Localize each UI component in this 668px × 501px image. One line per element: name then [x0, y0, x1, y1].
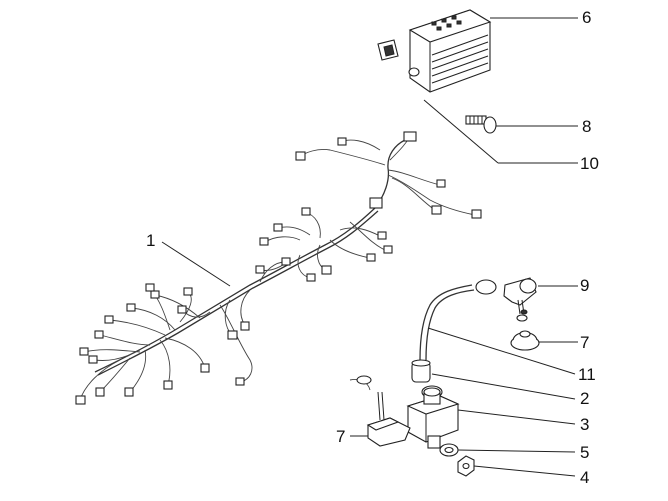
ht-lead — [419, 284, 475, 361]
cap-washer — [516, 309, 528, 322]
callout-11: 11 — [578, 365, 596, 384]
spark-plug-cap — [475, 277, 537, 315]
wiring-harness — [75, 131, 482, 405]
ignition-coil — [406, 385, 460, 449]
leader-lines — [161, 17, 578, 477]
callout-1: 1 — [146, 231, 156, 250]
callout-4: 4 — [580, 468, 590, 487]
callout-7-lower: 7 — [336, 427, 346, 446]
callout-9: 9 — [580, 276, 590, 295]
callout-2: 2 — [580, 389, 590, 408]
washer — [439, 443, 459, 457]
coil-cap — [411, 359, 431, 383]
callout-3: 3 — [580, 415, 590, 434]
rubber-boot — [510, 330, 540, 351]
callout-5: 5 — [580, 443, 590, 462]
voltage-regulator — [408, 9, 492, 93]
nut — [457, 455, 475, 477]
regulator-clip — [377, 39, 399, 61]
callout-7-upper: 7 — [580, 333, 590, 352]
callout-8: 8 — [582, 117, 592, 136]
screw — [465, 115, 497, 134]
coil-bracket — [349, 375, 411, 447]
callout-10: 10 — [580, 154, 599, 173]
callout-6: 6 — [582, 8, 592, 27]
